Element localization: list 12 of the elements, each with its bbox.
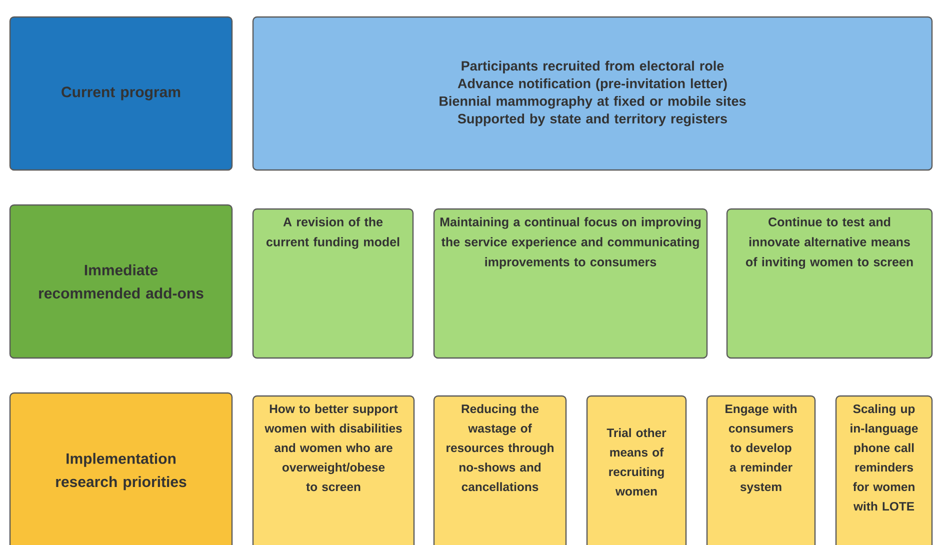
node-text: Current program (62, 86, 180, 100)
node-text: Participants recruited from electoral role Advance notification (pre-invitation letter) Biennial mammography at fixed or mobile sites Supported by state and territory registers (440, 60, 746, 126)
node-text: Continue to test and innovate alternative means of inviting women to screen (746, 217, 913, 269)
node-text: Implementation research priorities (56, 452, 186, 490)
node-text: Maintaining a continual focus on improving the service experience and communicating improvements to consumers (440, 217, 701, 269)
node-text: Immediate recommended add-ons (39, 264, 204, 299)
node-text: Engage with consumers to develop a reminder system (726, 404, 797, 494)
node-text: A revision of the current funding model (266, 217, 400, 249)
node-text: Reducing the wastage of resources through no-shows and cancellations (446, 404, 554, 492)
node-text: Scaling up in-language phone call reminders for women with LOTE (850, 404, 918, 511)
node-text: How to better support women with disabilities and women who are overweight/obese to screen (264, 404, 402, 492)
node-text: Trial other means of recruiting women (606, 428, 666, 496)
